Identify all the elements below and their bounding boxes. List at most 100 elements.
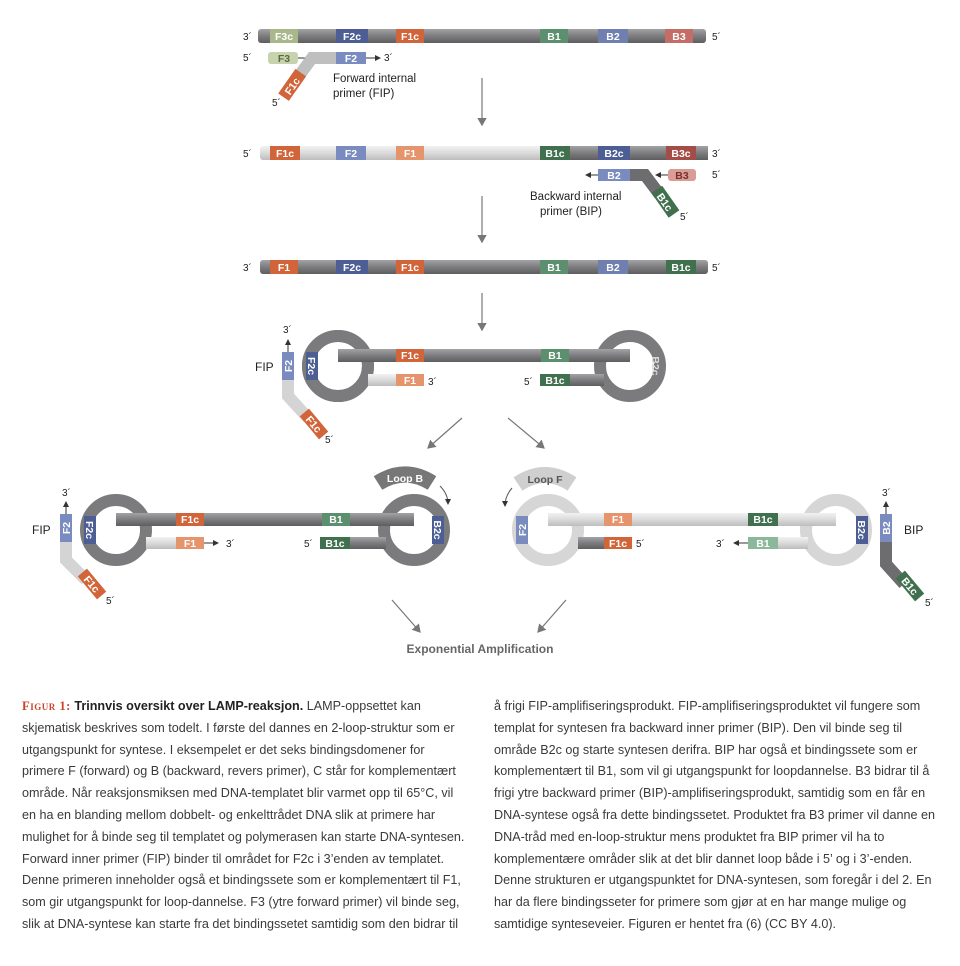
end-5prime: 5´ [106,595,115,607]
figure-title: Trinnvis oversikt over LAMP-reaksjon. [74,699,304,713]
label-f2: F2 [517,524,529,536]
end-5prime: 5´ [712,169,721,181]
label-f1c: F1c [401,350,419,362]
segment-b3 [665,29,693,43]
label-f1: F1 [404,148,416,160]
label-f1c: F1c [401,262,419,274]
segment-b3c [666,146,696,160]
end-3prime: 3´ [283,324,292,336]
segment-f1c [396,260,424,274]
primer-b1c [895,570,925,602]
label-b3: B3 [672,31,686,43]
label-b3c: B3c [671,148,690,160]
segment-f1c [396,349,424,362]
end-5prime: 5´ [325,434,334,446]
end-3prime: 3´ [384,52,393,64]
label-b2: B2 [607,170,621,182]
figure-caption: Figur 1: Trinnvis oversikt over LAMP-rea… [22,696,942,956]
label-f2c: F2c [305,357,317,375]
loop-b-label: Loop B [387,473,424,485]
end-5prime: 5´ [680,211,689,223]
label-b3: B3 [675,170,689,182]
primer-f1c [299,408,329,440]
end-5prime: 5´ [925,597,934,609]
segment-f2c [306,352,318,380]
label-f2c: F2c [83,521,95,539]
fip-tag: FIP [255,360,274,374]
end-5prime: 5´ [712,31,721,43]
segment-f2 [516,516,528,544]
end-3prime: 3´ [243,262,252,274]
fip-tag: FIP [32,523,51,537]
segment-f1 [176,537,204,549]
label-b1c: B1c [545,148,564,160]
label-f1: F1 [184,538,196,550]
primer-b3 [668,169,696,181]
primer-f2 [282,352,294,380]
label-b2c: B2c [604,148,623,160]
segment-b2c [598,146,630,160]
segment-b1 [540,260,568,274]
segment-b1 [748,537,778,549]
primer-b2 [598,169,630,181]
label-f1: F1 [612,514,624,526]
label-b2: B2 [881,521,893,535]
label-b2c: B2c [649,356,661,375]
segment-f1c [604,537,632,549]
end-3prime: 3´ [62,487,71,499]
segment-f1 [396,374,424,386]
end-5prime: 5´ [524,376,533,388]
label-f1c: F1c [401,31,419,43]
label-b2c: B2c [855,520,867,539]
segment-f2c [336,260,368,274]
segment-b1c [748,513,778,526]
segment-f2c [84,516,96,544]
end-3prime: 3´ [428,376,437,388]
end-3prime: 3´ [712,148,721,160]
segment-f1c [176,513,204,526]
label-f2c: F2c [343,31,361,43]
label-f1: F1 [278,262,290,274]
primer-b2 [880,514,892,542]
figure-label: Figur 1: [22,699,71,713]
end-5prime: 5´ [272,97,281,109]
segment-f1c [396,29,424,43]
label-b1: B1 [547,262,561,274]
primer-f2 [60,514,72,542]
label-b1: B1 [547,31,561,43]
bip-label-line1: Backward internal [530,191,621,203]
label-f2: F2 [61,522,73,534]
end-5prime: 5´ [712,262,721,274]
step-5-right: F1 B1c F1c 5´ B1 3´ F2 B2c Loop F B2 3´ … [502,467,934,609]
label-b2: B2 [606,31,620,43]
label-b1: B1 [756,538,770,550]
label-f2: F2 [283,360,295,372]
step-4-dumbbell: F1c B1 F1 3´ B1c 5´ F2c B2c F2 3´ FIP F1… [255,324,666,446]
segment-f2 [336,146,366,160]
label-b1c: B1c [545,375,564,387]
segment-b1 [541,349,569,362]
fip-label-line2: primer (FIP) [333,88,395,100]
segment-b1 [322,513,350,526]
label-b1c: B1c [671,262,690,274]
caption-right-text: å frigi FIP-amplifiseringsprodukt. FIP-a… [494,699,936,931]
bip-label-line2: primer (BIP) [540,206,602,218]
segment-f1 [396,146,424,160]
segment-b1c [320,537,350,549]
segment-b2c [432,516,444,544]
step-2: F1c F2 F1 B1c B2c B3c 5´ 3´ B3 5´ B2 B1c… [243,146,721,223]
label-b1c: B1c [753,514,772,526]
label-b1: B1 [548,350,562,362]
lamp-diagram: F3c F2c F1c B1 B2 B3 3´ 5´ 5´ F3 F2 3´ F… [32,29,934,656]
bip-tag: BIP [904,523,923,537]
segment-b1c [540,146,570,160]
end-5prime: 5´ [636,538,645,550]
step-1: F3c F2c F1c B1 B2 B3 3´ 5´ 5´ F3 F2 3´ F… [243,29,721,109]
label-b1c: B1c [325,538,344,550]
end-5prime: 5´ [304,538,313,550]
label-f3c: F3c [275,31,293,43]
segment-f1c [270,146,300,160]
label-f1c: F1c [181,514,199,526]
exponential-amplification-label: Exponential Amplification [407,642,554,656]
label-b2: B2 [606,262,620,274]
